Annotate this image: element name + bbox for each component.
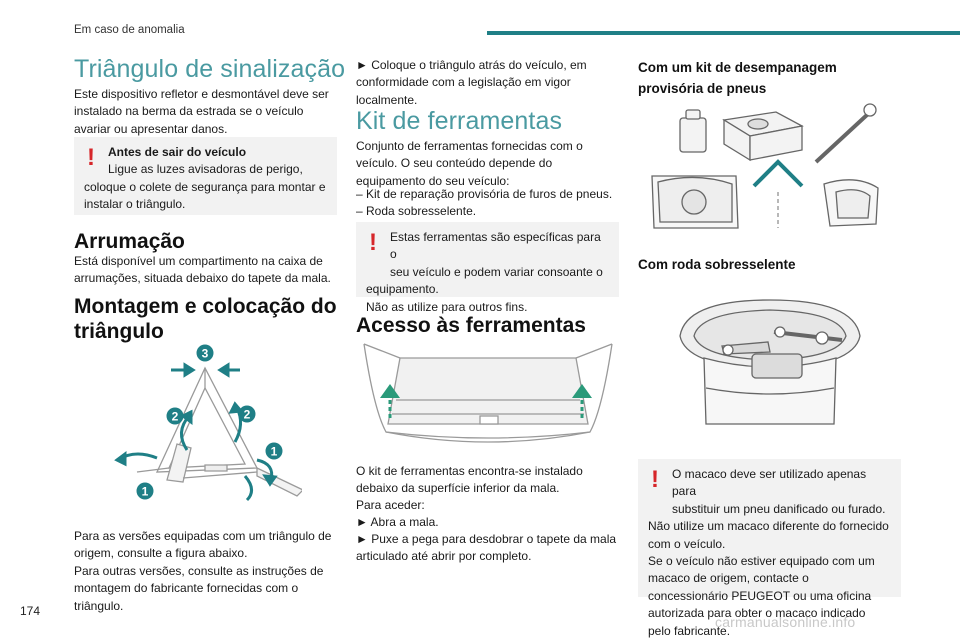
chevron-up-icon [752, 159, 804, 188]
warning-exclamation-icon: ! [87, 144, 95, 171]
warning-line-1: Ligue as luzes avisadoras de perigo, [108, 162, 303, 177]
access-step-1: ► Abra a mala. [356, 515, 439, 529]
kit-repair-heading: Com um kit de desempanagem provisória de… [638, 60, 837, 96]
toolkit-item-1: – Kit de reparação provisória de furos d… [356, 187, 613, 201]
storage-text: Está disponível um compartimento na caix… [74, 254, 331, 286]
step-label: 1 [142, 485, 149, 499]
toolkit-text: Conjunto de ferramentas fornecidas com o… [356, 139, 583, 188]
access-step-2: ► Puxe a pega para desdobrar o tapete da… [356, 532, 617, 564]
step-1-marker-right: 1 [265, 442, 283, 460]
page-number: 174 [20, 604, 41, 618]
arrow-up-right-icon [572, 384, 592, 398]
section-title-access: Acesso às ferramentas [356, 314, 586, 337]
running-header: Em caso de anomalia [74, 24, 185, 36]
warning-box-tools: ! Estas ferramentas são específicas para… [356, 222, 619, 314]
section-title-storage: Arrumação [74, 230, 185, 253]
step-3-marker: 3 [196, 344, 214, 362]
triangle-assembly-figure: 3 2 2 1 1 [114, 344, 302, 502]
warning-exclamation-icon: ! [651, 466, 659, 493]
header-accent-bar [487, 31, 960, 35]
warning-line-1: Estas ferramentas são específicas para o [390, 230, 601, 262]
section-title-triangle: Triângulo de sinalização [74, 55, 346, 83]
warning-box-jack: ! O macaco deve ser utilizado apenas par… [638, 459, 901, 638]
spare-wheel-heading: Com roda sobresselente [638, 257, 796, 272]
warning-box-before-exit: ! Antes de sair do veículo Ligue as luze… [74, 137, 337, 215]
step-label: 3 [202, 347, 209, 361]
trunk-access-figure [363, 343, 613, 443]
step-label: 2 [172, 410, 179, 424]
step-1-marker-left: 1 [136, 482, 154, 500]
warning-exclamation-icon: ! [369, 229, 377, 256]
warning-line-4: Se o veículo não estiver equipado com um… [648, 554, 875, 638]
warning-heading: Antes de sair do veículo [108, 145, 247, 159]
versions-text-2: Para outras versões, consulte as instruç… [74, 564, 324, 613]
warning-line-2: seu veículo e podem variar consoante o e… [366, 264, 603, 297]
watermark: carmanualsonline.info [715, 614, 856, 630]
warning-line-1: O macaco deve ser utilizado apenas para [672, 467, 867, 499]
step-2-marker-left: 2 [166, 407, 184, 425]
warning-line-2: coloque o colete de segurança para monta… [84, 179, 326, 212]
section-title-assembly: Montagem e colocação do triângulo [74, 295, 337, 343]
step-label: 2 [244, 408, 251, 422]
warning-line-2: substituir um pneu danificado ou furado. [672, 501, 886, 516]
toolkit-item-2: – Roda sobresselente. [356, 204, 477, 218]
spare-wheel-figure [679, 299, 861, 425]
intro-text: Este dispositivo refletor e desmontável … [74, 87, 329, 136]
warning-line-3: Não utilize um macaco diferente do forne… [648, 519, 889, 551]
section-title-toolkit: Kit de ferramentas [356, 107, 563, 135]
arrow-up-left-icon [380, 384, 400, 398]
repair-kit-figure [651, 103, 879, 229]
warning-line-3: Não as utilize para outros fins. [366, 299, 528, 314]
access-sub: Para aceder: [356, 498, 425, 512]
step-2-marker-right: 2 [238, 405, 256, 423]
step-place-triangle: ► Coloque o triângulo atrás do veículo, … [356, 58, 587, 107]
versions-text-1: Para as versões equipadas com um triângu… [74, 529, 332, 561]
step-label: 1 [271, 445, 278, 459]
access-text: O kit de ferramentas encontra-se instala… [356, 464, 583, 496]
